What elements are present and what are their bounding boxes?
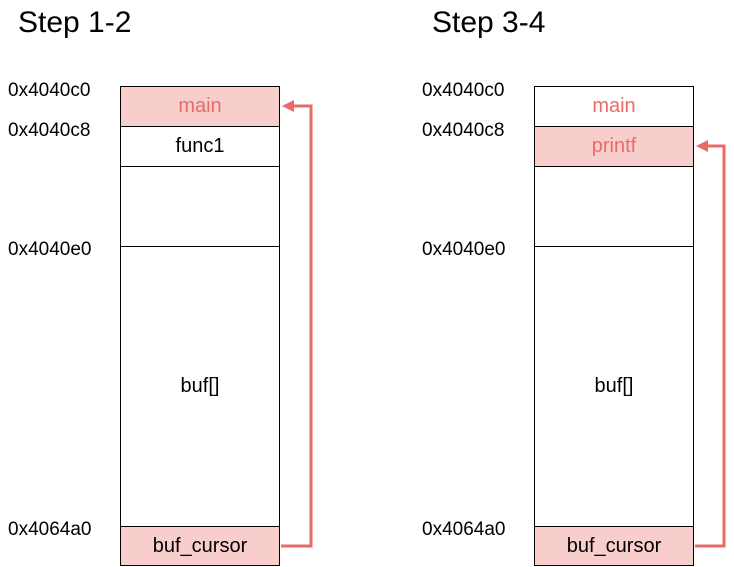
address-label: 0x4064a0 <box>422 519 506 540</box>
arrow-buf-cursor-to-printf <box>695 140 726 548</box>
address-label: 0x4040c8 <box>422 120 505 141</box>
memory-cell-buf: buf[] <box>534 246 694 527</box>
address-label: 0x4040e0 <box>422 239 506 260</box>
memory-cell-buf-cursor: buf_cursor <box>120 526 280 566</box>
memory-cell-buf: buf[] <box>120 246 280 527</box>
memory-cell-empty <box>534 166 694 247</box>
memory-cell-empty <box>120 166 280 247</box>
arrow-buf-cursor-to-main <box>281 100 313 548</box>
memory-cell-printf: printf <box>534 126 694 167</box>
address-label: 0x4040e0 <box>8 239 92 260</box>
address-label: 0x4040c0 <box>422 80 505 101</box>
address-label: 0x4040c8 <box>8 120 91 141</box>
memory-cell-func1: func1 <box>120 126 280 167</box>
address-label: 0x4064a0 <box>8 519 92 540</box>
memory-cell-main: main <box>534 86 694 127</box>
step-3-4-title: Step 3-4 <box>432 6 546 39</box>
memory-cell-buf-cursor: buf_cursor <box>534 526 694 566</box>
step-1-2-title: Step 1-2 <box>18 6 132 39</box>
address-label: 0x4040c0 <box>8 80 91 101</box>
